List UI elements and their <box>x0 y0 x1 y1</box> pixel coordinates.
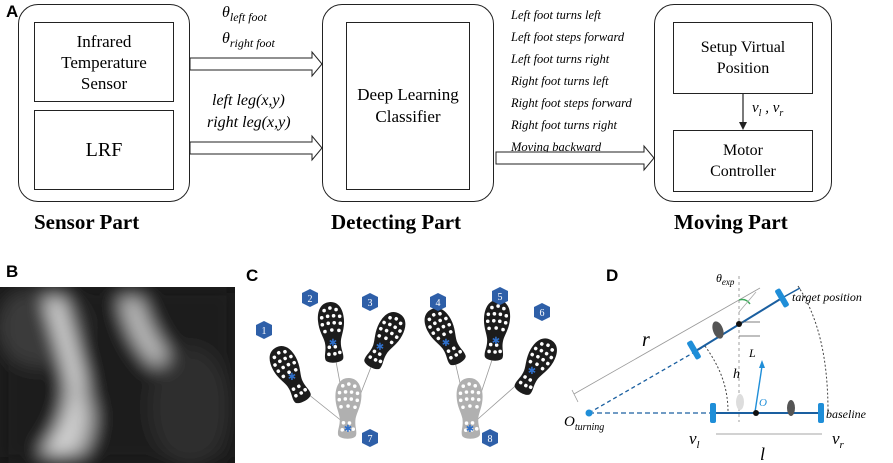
geometry-diagram: θexp target position r L h O Oturning ba… <box>564 271 867 463</box>
moving-part-label: Moving Part <box>674 210 788 234</box>
theta-symbol-right: θ <box>222 30 230 47</box>
setup-line-2: Position <box>716 60 770 77</box>
sensor-part-label: Sensor Part <box>34 210 140 234</box>
badge-5-label: 5 <box>498 292 503 303</box>
classifier-line-2: Classifier <box>375 107 441 126</box>
theta-left-sub: left foot <box>229 10 267 25</box>
svg-text:✱: ✱ <box>344 424 352 435</box>
arc-right <box>797 285 829 413</box>
badge-4-label: 4 <box>436 298 441 309</box>
panel-label-d: D <box>606 266 619 285</box>
svg-text:✱: ✱ <box>466 424 474 435</box>
class-item: Left foot steps forward <box>511 30 625 44</box>
setup-virtual-position-box: Setup Virtual Position <box>673 22 813 94</box>
theta-right-foot-label: θright foot <box>222 30 275 51</box>
class-item: Left foot turns right <box>511 52 610 66</box>
badge-2-label: 2 <box>308 294 313 305</box>
infrared-sensor-box: Infrared Temperature Sensor <box>34 22 174 102</box>
badge-7-label: 7 <box>368 434 373 445</box>
left-leg-label: left leg(x,y) <box>212 92 285 109</box>
svg-text:✱: ✱ <box>376 342 384 353</box>
thermal-image <box>0 287 235 463</box>
svg-text:✱: ✱ <box>329 338 337 349</box>
detecting-part-box <box>322 4 494 202</box>
classifier-box: Deep Learning Classifier <box>346 22 470 190</box>
right-leg-label: right leg(x,y) <box>207 114 291 131</box>
target-position-label: target position <box>792 290 862 304</box>
infrared-line-2: Temperature <box>61 52 147 72</box>
O-turning-label: Oturning <box>564 414 604 433</box>
velocities-label: vl , vr <box>752 100 784 119</box>
panel-label-b: B <box>6 262 19 281</box>
badge-3-label: 3 <box>368 298 373 309</box>
infrared-line-1: Infrared <box>76 31 132 51</box>
lrf-box: LRF <box>34 110 174 190</box>
class-item: Right foot turns left <box>511 74 609 88</box>
infrared-line-3: Sensor <box>80 73 128 93</box>
detecting-part-label: Detecting Part <box>331 210 462 234</box>
vr-label: vr <box>832 429 845 451</box>
arrow-classes-hollow <box>495 144 655 172</box>
setup-line-1: Setup Virtual <box>700 39 786 56</box>
h-label: h <box>733 367 740 382</box>
panel-label-a: A <box>6 2 19 21</box>
vl-label: vl <box>689 429 700 451</box>
arrow-legs-hollow <box>189 134 323 162</box>
r-label: r <box>642 329 650 351</box>
badge-6-label: 6 <box>540 308 545 319</box>
O-label: O <box>759 397 767 409</box>
arrow-theta-hollow <box>189 50 323 78</box>
svg-text:✱: ✱ <box>528 366 536 377</box>
panel-label-c: C <box>246 266 259 285</box>
svg-text:✱: ✱ <box>442 338 450 349</box>
theta-left-foot-label: θleft foot <box>222 4 267 25</box>
badge-8-label: 8 <box>488 434 493 445</box>
theta-symbol-left: θ <box>222 4 230 21</box>
L-label: L <box>748 346 756 360</box>
motor-controller-box: Motor Controller <box>673 130 813 192</box>
class-item: Right foot steps forward <box>511 96 632 110</box>
theta-exp-label: θexp <box>716 271 735 287</box>
class-item: Right foot turns right <box>511 118 617 132</box>
sensor-part-box <box>18 4 190 202</box>
class-item: Left foot turns left <box>511 8 601 22</box>
moving-part-box <box>654 4 832 202</box>
arc-left <box>704 345 729 413</box>
badge-1-label: 1 <box>262 326 267 337</box>
theta-right-sub: right foot <box>229 36 275 51</box>
panel-a-arrows <box>189 50 747 172</box>
motor-line-2: Controller <box>710 163 776 180</box>
footstep-diagram: ✱ ✱ ✱ ✱ ✱ ✱ ✱ ✱ 1 2 3 4 5 6 7 8 <box>256 287 563 447</box>
baseline-label: baseline <box>826 407 867 421</box>
l-label: l <box>760 444 765 463</box>
motor-line-1: Motor <box>723 142 763 159</box>
svg-text:✱: ✱ <box>492 336 500 347</box>
svg-text:✱: ✱ <box>288 372 296 383</box>
class-item: Moving backward <box>511 140 602 154</box>
lrf-label: LRF <box>85 138 123 161</box>
classifier-line-1: Deep Learning <box>357 85 459 104</box>
